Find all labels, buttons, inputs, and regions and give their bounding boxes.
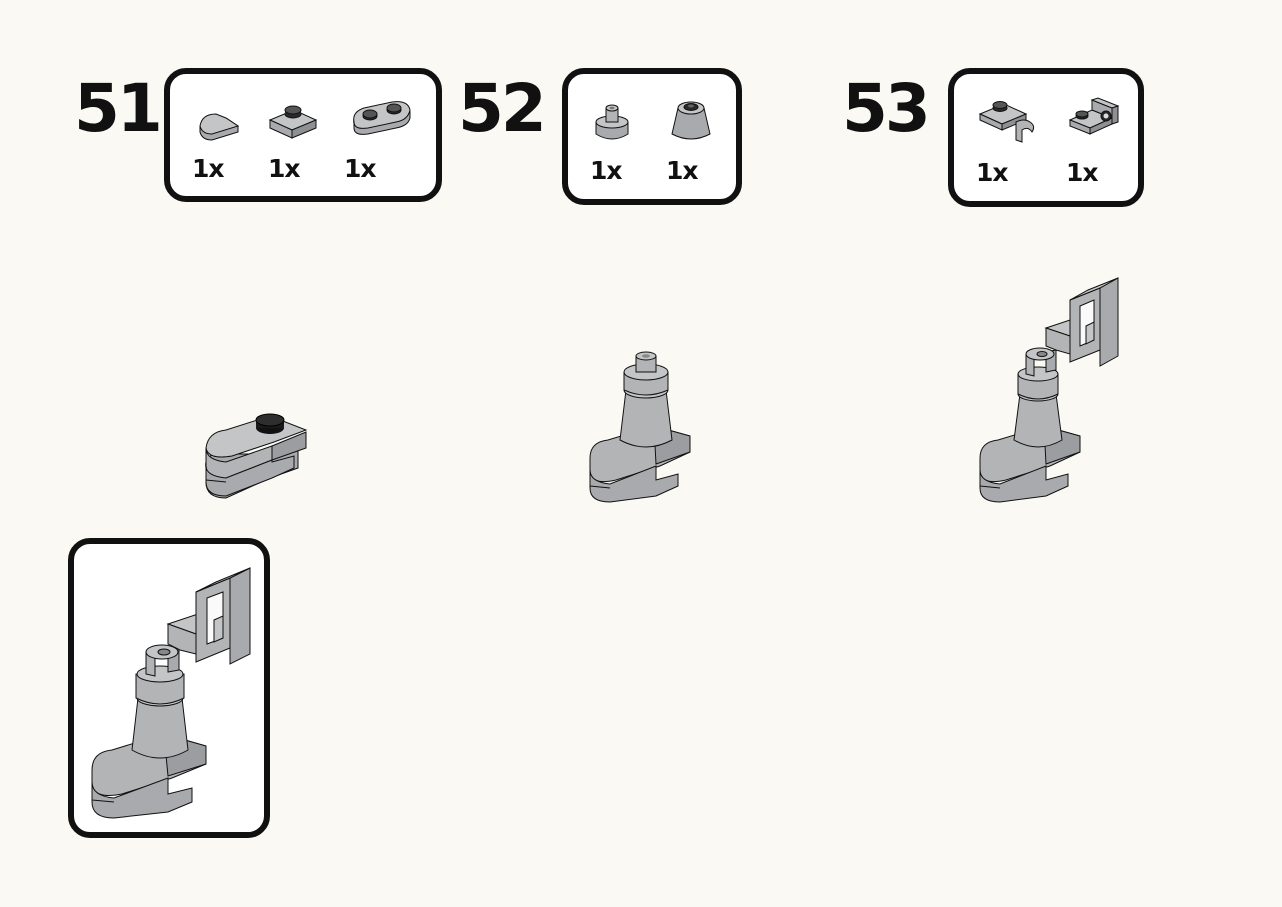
plate-1x2-rounded-icon: [353, 101, 411, 135]
part-qty: 1x: [666, 156, 699, 185]
final-result-callout: [68, 538, 270, 838]
build-model-step-53: [979, 277, 1119, 503]
part-qty: 1x: [1066, 158, 1099, 187]
plate-clip-icon: [978, 101, 1035, 143]
step-number-52: 52: [458, 70, 547, 147]
part-qty: 1x: [590, 156, 623, 185]
parts-callout-51: 1x 1x 1x: [164, 68, 442, 202]
part-qty: 1x: [192, 154, 225, 183]
parts-callout-53: 1x 1x: [948, 68, 1144, 207]
step-number-53: 53: [842, 70, 931, 147]
part-qty: 1x: [976, 158, 1009, 187]
round-brick-1x1-icon: [595, 104, 629, 140]
part-qty: 1x: [268, 154, 301, 183]
parts-callout-52: 1x 1x: [562, 68, 742, 205]
cone-1x1-icon: [671, 101, 711, 140]
final-model-image: [91, 567, 251, 819]
step-number-51: 51: [74, 70, 163, 147]
plate-1x1-icon: [268, 105, 318, 139]
part-qty: 1x: [344, 154, 377, 183]
tile-round-1x1-icon: [199, 113, 240, 141]
build-model-step-52: [589, 351, 691, 503]
build-model-step-51: [205, 413, 308, 499]
bracket-1x1-icon: [1068, 97, 1120, 135]
